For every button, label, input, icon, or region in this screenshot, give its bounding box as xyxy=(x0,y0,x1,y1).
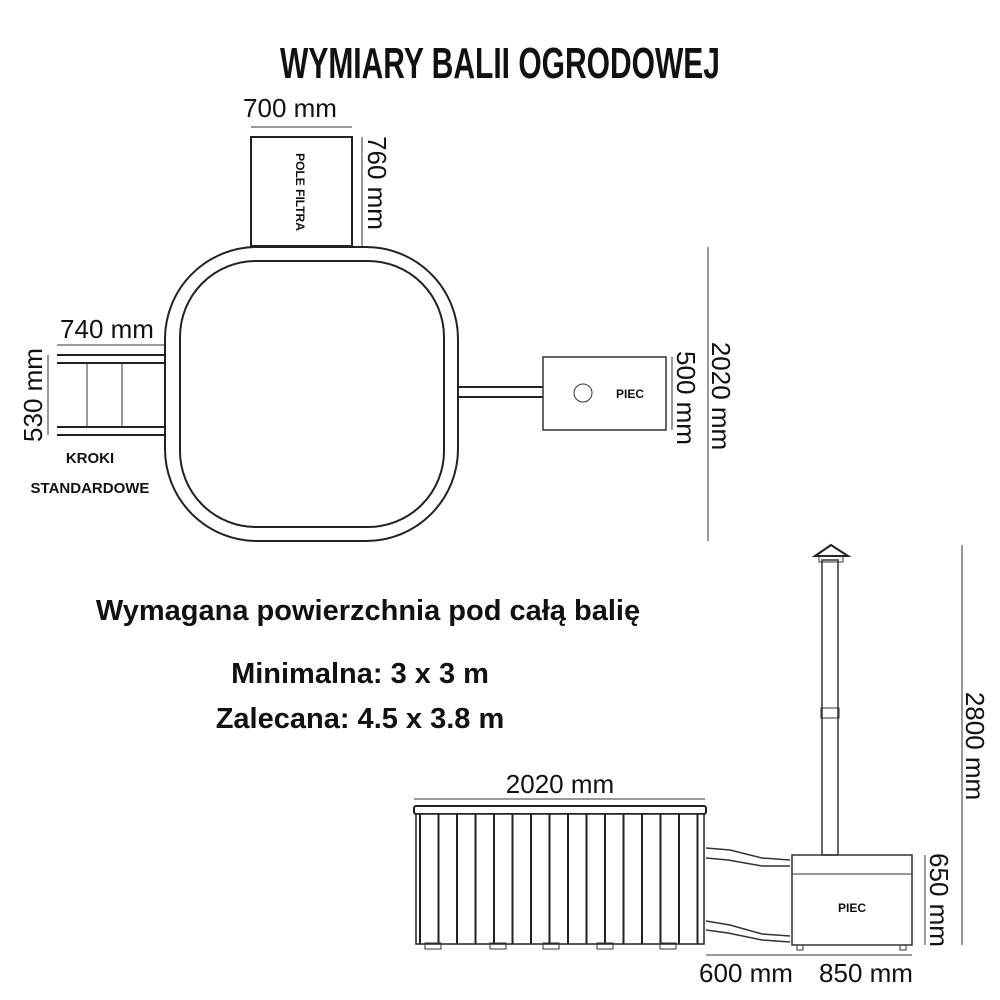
tub-top-view xyxy=(164,246,459,542)
filter-depth-label: 760 mm xyxy=(362,136,392,230)
stove-length-label: 850 mm xyxy=(819,958,913,988)
side-tub-width-label: 2020 mm xyxy=(506,769,614,799)
steps-width-label: 740 mm xyxy=(60,314,154,344)
filter-area: POLE FILTRA 700 mm 760 mm xyxy=(243,93,392,247)
page-title: WYMIARY BALII OGRODOWEJ xyxy=(280,39,720,88)
recommended-area: Zalecana: 4.5 x 3.8 m xyxy=(216,703,505,735)
requirements-heading: Wymagana powierzchnia pod całą balię xyxy=(96,595,640,627)
filter-width-label: 700 mm xyxy=(243,93,337,123)
total-height-label: 2800 mm xyxy=(960,692,990,800)
tub-side-view: 2020 mm xyxy=(413,769,707,950)
steps-depth-label: 530 mm xyxy=(18,348,48,442)
pipe-length-label: 600 mm xyxy=(699,958,793,988)
stove-side-view: PIEC 2800 mm 650 mm 600 mm 850 mm xyxy=(699,543,990,988)
minimum-area: Minimalna: 3 x 3 m xyxy=(231,658,489,690)
tub-diameter-label: 2020 mm xyxy=(706,342,736,450)
stove-label-top: PIEC xyxy=(616,387,644,401)
stove-depth-label: 500 mm xyxy=(671,351,701,445)
stove-label-side: PIEC xyxy=(838,901,866,915)
chimney-icon xyxy=(573,383,593,403)
stove-height-label: 650 mm xyxy=(924,853,954,947)
steps-top-view: 740 mm 530 mm KROKI STANDARDOWE xyxy=(18,314,165,497)
stove-top-view: PIEC 500 mm 2020 mm xyxy=(458,247,736,541)
steps-label-2: STANDARDOWE xyxy=(31,480,150,497)
filter-label: POLE FILTRA xyxy=(293,153,307,231)
steps-label-1: KROKI xyxy=(66,450,114,467)
